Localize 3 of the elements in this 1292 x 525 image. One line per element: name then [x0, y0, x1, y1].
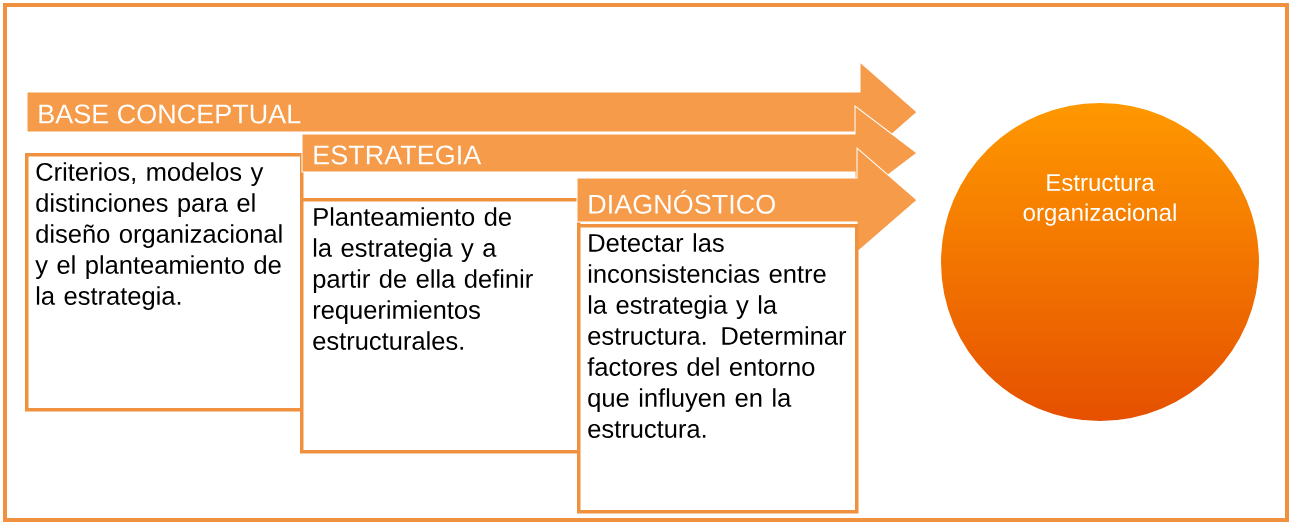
- text-box: Criterios, modelos y distinciones para el diseño organizacional y el planteamiento de la estrategia.: [25, 153, 304, 412]
- text-box: Detectar las inconsistencias entre la estrategia y la estructura. Determinar factores del entorno que influyen en la estructura.: [577, 224, 859, 514]
- text-box: Planteamiento de la estrategia y a partir de ella definir requerimientos estructurales.: [300, 198, 581, 454]
